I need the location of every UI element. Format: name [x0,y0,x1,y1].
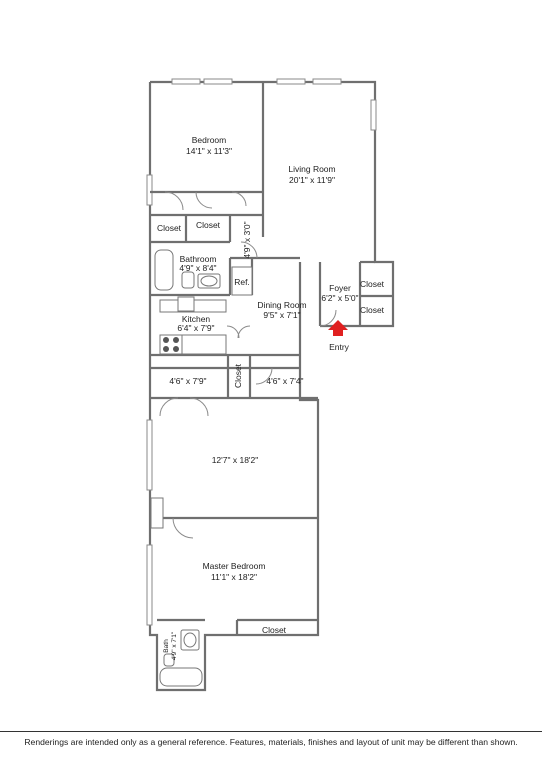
interior-walls [150,82,393,635]
outer-walls [148,80,395,692]
closet-hall-label: Closet [233,363,243,388]
kitchen-size: 6'4" x 7'9" [177,323,214,333]
bedroom-name: Bedroom [192,135,227,145]
hall-dim-label: 4'9" x 3'0" [242,221,252,258]
room-mid-size: 12'7" x 18'2" [212,455,259,465]
bath-small-name: Bath [163,639,170,653]
footer-divider [0,731,542,732]
master-bedroom-size: 11'1" x 18'2" [211,572,257,582]
bath-small-size: 4'9" x 7'1" [171,631,178,660]
disclaimer-text: Renderings are intended only as a genera… [24,737,518,747]
entry-label: Entry [329,342,350,352]
entry-arrow-icon [328,320,348,336]
closet-foyer-1-label: Closet [360,279,385,289]
dining-room-size: 9'5" x 7'1" [263,310,300,320]
windows [146,78,377,626]
closet-2-label: Closet [196,220,221,230]
bathroom-size: 4'9" x 8'4" [179,263,216,273]
hall-east-size: 4'6" x 7'4" [266,376,303,386]
living-room-name: Living Room [288,164,335,174]
fixtures [150,249,253,687]
living-room-size: 20'1" x 11'9" [289,175,335,185]
floor-plan: Bedroom 14'1" x 11'3" Living Room 20'1" … [146,78,395,692]
ref-label: Ref. [234,277,250,287]
bathroom-name: Bathroom [180,254,217,264]
door-swings [159,191,337,539]
dining-room-name: Dining Room [257,300,306,310]
closet-1-label: Closet [157,223,182,233]
hall-west-size: 4'6" x 7'9" [169,376,206,386]
room-labels: Bedroom 14'1" x 11'3" Living Room 20'1" … [157,135,385,660]
closet-master-label: Closet [262,625,287,635]
foyer-name: Foyer [329,283,351,293]
closet-foyer-2-label: Closet [360,305,385,315]
master-bedroom-name: Master Bedroom [203,561,266,571]
bedroom-size: 14'1" x 11'3" [186,146,232,156]
kitchen-name: Kitchen [182,314,211,324]
foyer-size: 6'2" x 5'0" [321,293,358,303]
